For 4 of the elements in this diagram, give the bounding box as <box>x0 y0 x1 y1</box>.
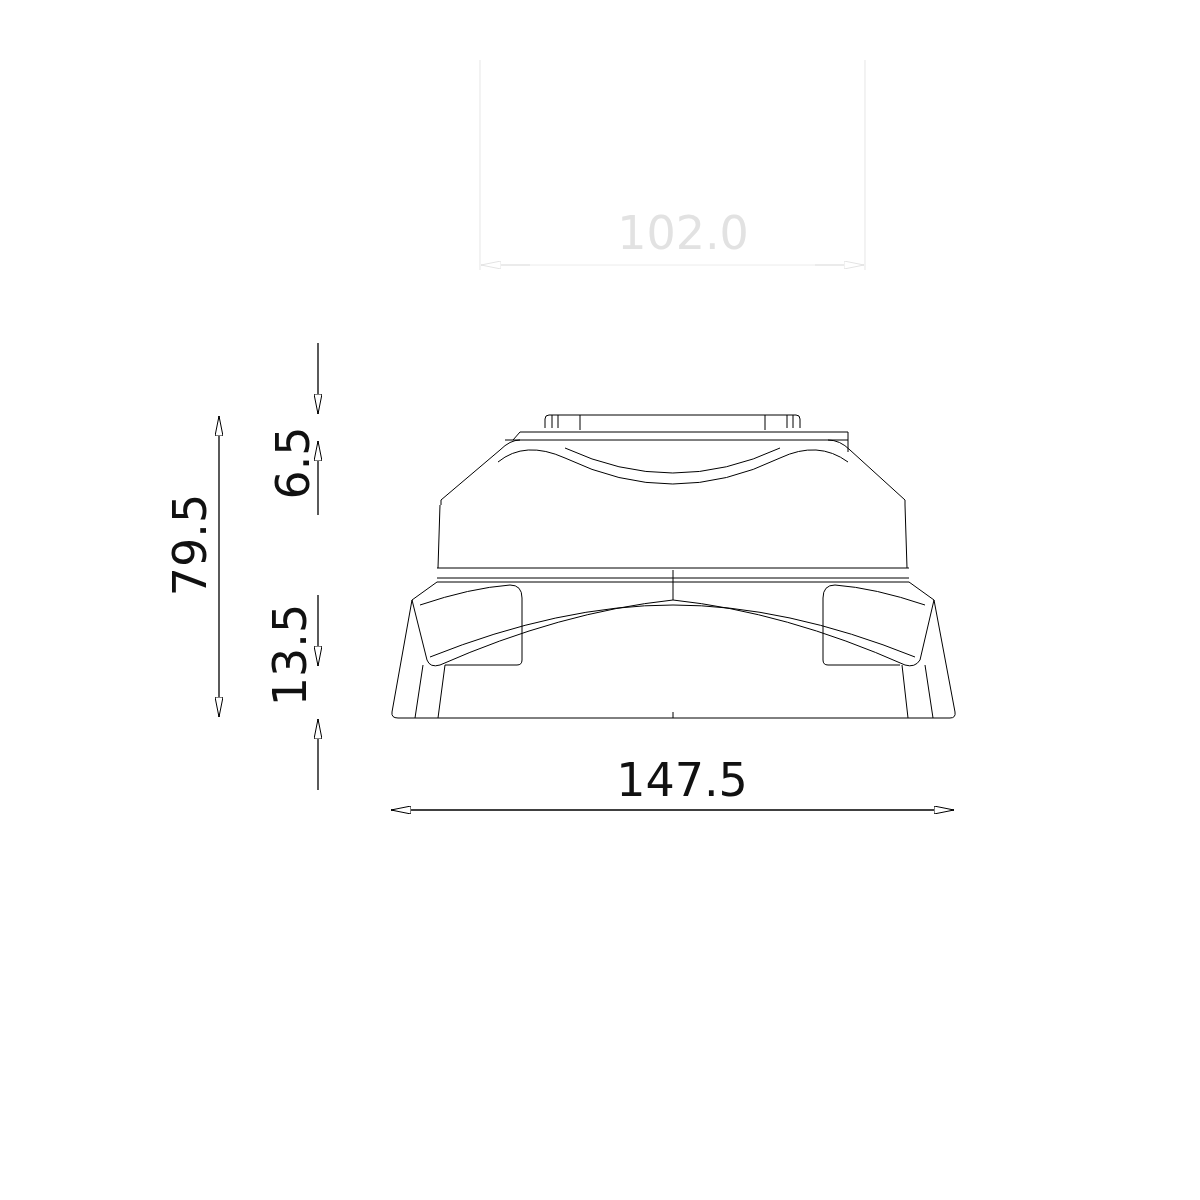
dimension-label: 6.5 <box>270 426 316 500</box>
dimension-label: 79.5 <box>167 493 213 597</box>
dimension-label: 147.5 <box>616 757 748 803</box>
dimension-label: 13.5 <box>267 603 313 707</box>
